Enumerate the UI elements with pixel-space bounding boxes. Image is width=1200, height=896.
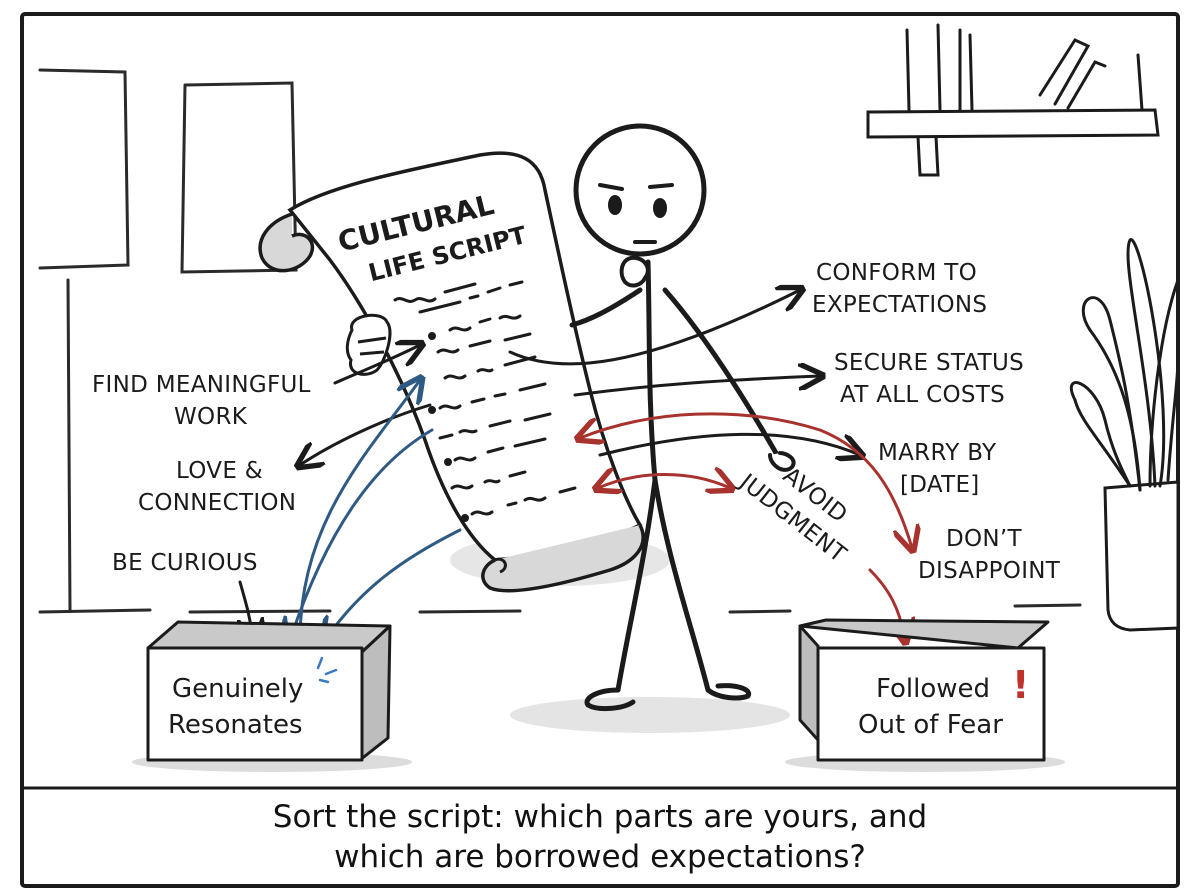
label-love-line1: LOVE & [176, 458, 263, 484]
sparkle-icon [316, 656, 338, 684]
label-disappoint-line2: DISAPPOINT [918, 558, 1061, 584]
label-status-line2: AT ALL COSTS [840, 382, 1005, 408]
label-find-meaningful-line1: FIND MEANINGFUL [92, 372, 311, 398]
box-left-line2: Resonates [168, 710, 303, 740]
panel-frame [20, 12, 1180, 888]
label-marry-line1: MARRY BY [878, 440, 997, 466]
caption-line1: Sort the script: which parts are yours, … [272, 799, 928, 835]
label-marry-line2: [DATE] [900, 472, 980, 498]
bookshelf [866, 23, 1160, 177]
background-wall [38, 68, 1082, 614]
box-left-line1: Genuinely [172, 674, 303, 704]
caption: Sort the script: which parts are yours, … [22, 790, 1178, 884]
potted-plant [1069, 238, 1180, 632]
label-be-curious: BE CURIOUS [112, 550, 258, 576]
label-status-line1: SECURE STATUS [834, 350, 1024, 376]
caption-line2: which are borrowed expectations? [334, 839, 866, 875]
label-love-line2: CONNECTION [138, 490, 296, 516]
right-labels: CONFORM TO EXPECTATIONS SECURE STATUS AT… [733, 260, 1061, 584]
label-find-meaningful-line2: WORK [174, 404, 248, 430]
blue-arrows [290, 380, 462, 640]
box-right-line2: Out of Fear [858, 710, 1003, 740]
label-conform-line2: EXPECTATIONS [812, 292, 987, 318]
box-followed-out-of-fear: Followed Out of Fear ! [785, 618, 1065, 772]
figure-face [598, 183, 674, 244]
figure-head [573, 123, 707, 257]
label-conform-line1: CONFORM TO [816, 260, 977, 286]
exclamation-icon: ! [1012, 663, 1029, 707]
box-genuinely-resonates: Genuinely Resonates [132, 620, 412, 772]
hand-icon [345, 313, 392, 376]
box-right-line1: Followed [876, 674, 990, 704]
figure-shadow [510, 697, 790, 733]
label-disappoint-line1: DON’T [946, 526, 1023, 552]
left-labels: FIND MEANINGFUL WORK LOVE & CONNECTION B… [92, 372, 311, 576]
